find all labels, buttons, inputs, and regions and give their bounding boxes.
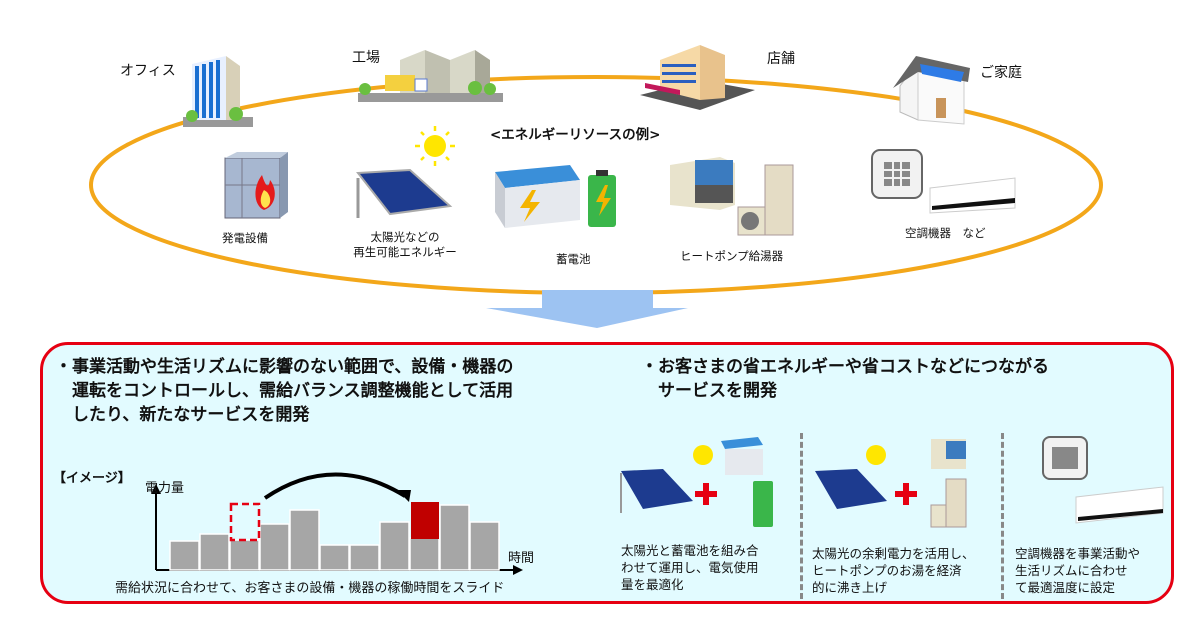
site-label-factory: 工場 (352, 50, 380, 66)
bullet-left-line1: ・事業活動や生活リズムに影響のない範囲で、設備・機器の (55, 357, 514, 377)
battery-icon (495, 165, 616, 228)
example-note-1-line3: 量を最適化 (621, 577, 684, 592)
down-arrow-icon (486, 290, 688, 328)
slide-chart (151, 472, 523, 575)
resource-label-renewable: 太陽光などの 再生可能エネルギー (340, 230, 470, 260)
bar-9 (409, 537, 440, 571)
resource-label-generator: 発電設備 (222, 231, 268, 245)
shifted-slot (411, 502, 439, 539)
example-note-2-line3: 的に沸き上げ (812, 580, 888, 595)
resource-label-battery: 蓄電池 (556, 252, 591, 266)
bar-4 (259, 523, 290, 571)
bar-6 (319, 544, 350, 571)
image-tag: 【イメージ】 (53, 471, 131, 486)
site-label-office: オフィス (120, 63, 176, 79)
resources-title: <エネルギーリソースの例> (490, 127, 661, 143)
office-building-icon (183, 56, 253, 127)
chart-x-label: 時間 (508, 551, 535, 566)
original-slot (229, 502, 261, 542)
bar-11 (469, 521, 500, 571)
bullet-right-line2: サービスを開発 (641, 381, 777, 401)
house-with-solar-icon (893, 56, 970, 125)
resource-label-aircon: 空調機器 など (905, 226, 986, 240)
solar-panel-icon (356, 126, 455, 218)
example-note-3-line3: て最適温度に設定 (1015, 580, 1116, 595)
bullet-left-line2: 運転をコントロールし、需給バランス調整機能として活用 (55, 381, 514, 401)
bar-3 (229, 539, 260, 571)
example-note-1-line2: わせて運用し、電気使用 (621, 560, 759, 575)
resource-label-renewable-line1: 太陽光などの (370, 230, 440, 244)
service-panel: ・事業活動や生活リズムに影響のない範囲で、設備・機器の 運転をコントロールし、需… (40, 342, 1174, 604)
bar-7 (349, 544, 380, 571)
chart-caption: 需給状況に合わせて、お客さまの設備・機器の稼働時間をスライド (115, 581, 505, 596)
example-note-3: 空調機器を事業活動や 生活リズムに合わせ て最適温度に設定 (1015, 545, 1140, 596)
bullet-left-line3: したり、新たなサービスを開発 (55, 405, 310, 425)
store-icon (640, 45, 755, 110)
example-note-2-line2: ヒートポンプのお湯を経済 (812, 563, 962, 578)
example-note-2: 太陽光の余剰電力を活用し、 ヒートポンプのお湯を経済 的に沸き上げ (812, 545, 975, 596)
site-label-home: ご家庭 (980, 65, 1022, 81)
example-note-2-line1: 太陽光の余剰電力を活用し、 (812, 546, 975, 561)
bullet-left: ・事業活動や生活リズムに影響のない範囲で、設備・機器の 運転をコントロールし、需… (55, 355, 513, 427)
heat-pump-icon (670, 157, 794, 236)
factory-icon (358, 50, 503, 102)
bar-1 (169, 540, 200, 571)
bar-5 (289, 509, 320, 571)
air-conditioner-icon (871, 149, 1016, 214)
bullet-right: ・お客さまの省エネルギーや省コストなどにつながる サービスを開発 (641, 355, 1049, 403)
divider-2 (1001, 433, 1004, 599)
site-label-store: 店舗 (767, 51, 795, 67)
example-note-1-line1: 太陽光と蓄電池を組み合 (621, 543, 759, 558)
solar-plus-heatpump-icon (815, 439, 967, 528)
bullet-right-line1: ・お客さまの省エネルギーや省コストなどにつながる (641, 357, 1049, 377)
bar-2 (199, 533, 230, 571)
chart-y-label: 電力量 (145, 481, 185, 496)
example-note-3-line2: 生活リズムに合わせ (1015, 563, 1128, 578)
generator-container-icon (224, 152, 288, 219)
bar-10 (439, 504, 470, 571)
solar-plus-battery-icon (620, 437, 773, 527)
aircon-example-icon (1042, 436, 1164, 524)
slide-arrow (263, 472, 407, 500)
bar-8 (379, 521, 410, 571)
resource-label-heatpump: ヒートポンプ給湯器 (680, 249, 784, 263)
bars (169, 504, 500, 571)
example-note-1: 太陽光と蓄電池を組み合 わせて運用し、電気使用 量を最適化 (621, 542, 759, 593)
example-note-3-line1: 空調機器を事業活動や (1015, 546, 1141, 561)
resource-label-renewable-line2: 再生可能エネルギー (353, 244, 457, 259)
divider-1 (800, 433, 803, 599)
